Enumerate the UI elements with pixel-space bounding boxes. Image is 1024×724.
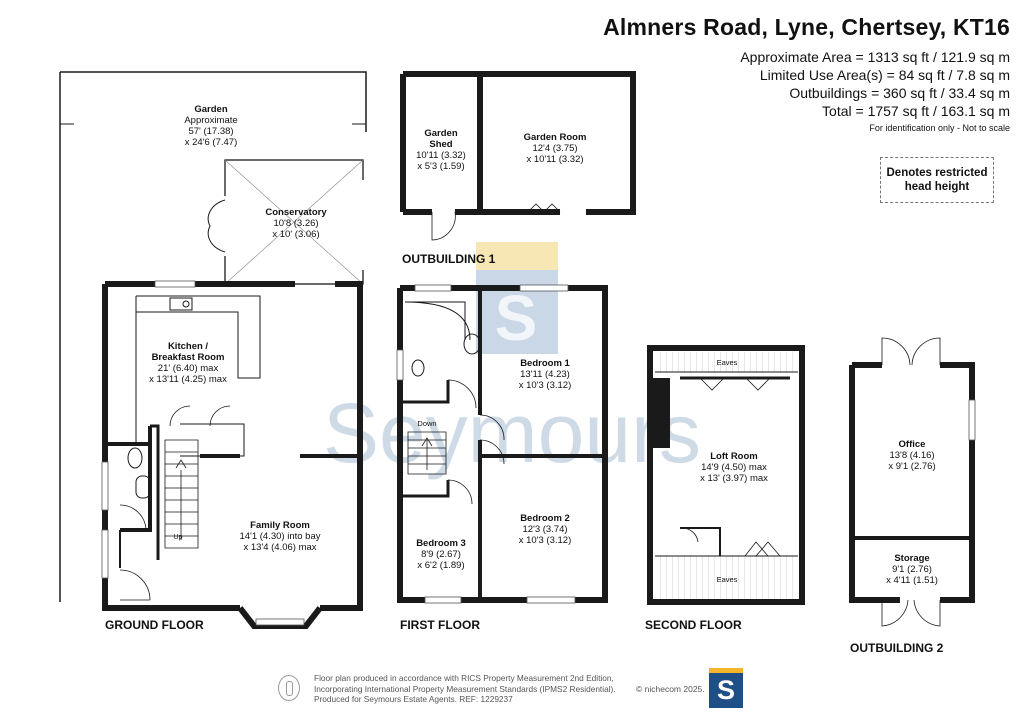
- first-floor-title: FIRST FLOOR: [400, 618, 480, 632]
- room-garden: Garden Approximate 57' (17.38) x 24'6 (7…: [184, 104, 237, 148]
- room-shed: Garden Shed 10'11 (3.32) x 5'3 (1.59): [416, 128, 466, 172]
- kitchen-label-2: Breakfast Room: [152, 352, 225, 363]
- room-kitchen: Kitchen / Breakfast Room 21' (6.40) max …: [149, 341, 227, 385]
- conservatory-dim-1: 10'8 (3.26): [273, 218, 318, 229]
- svg-text:S: S: [495, 282, 538, 354]
- garden-label: Garden: [194, 104, 227, 115]
- eaves-bottom-label: Eaves: [717, 575, 738, 584]
- nichecom-credit: © nichecom 2025.: [636, 684, 705, 694]
- outbuilding-1-title: OUTBUILDING 1: [402, 252, 496, 266]
- bedroom-1-label: Bedroom 1: [520, 358, 570, 369]
- garden-dim-1: 57' (17.38): [188, 126, 233, 137]
- footer-line-3: Produced for Seymours Estate Agents. REF…: [314, 694, 513, 704]
- restricted-height-legend: Denotes restricted head height: [880, 157, 994, 203]
- area-approximate: Approximate Area = 1313 sq ft / 121.9 sq…: [740, 49, 1010, 65]
- room-garden-room: Garden Room 12'4 (3.75) x 10'11 (3.32): [524, 132, 587, 165]
- watermark: S Seymours: [323, 242, 701, 480]
- conservatory-label: Conservatory: [265, 207, 327, 218]
- shed-label: Garden: [424, 128, 457, 139]
- walls: [59, 71, 976, 629]
- bedroom-1-dim-1: 13'11 (4.23): [520, 369, 570, 380]
- bedroom-3-dim-2: x 6'2 (1.89): [417, 560, 464, 571]
- storage-dim-2: x 4'11 (1.51): [886, 575, 938, 586]
- area-total: Total = 1757 sq ft / 163.1 sq m: [822, 103, 1010, 119]
- watermark-text: Seymours: [323, 386, 701, 480]
- family-room-dim-1: 14'1 (4.30) into bay: [239, 531, 320, 542]
- shed-dim-1: 10'11 (3.32): [416, 150, 466, 161]
- family-room-dim-2: x 13'4 (4.06) max: [243, 542, 316, 553]
- bedroom-3-dim-1: 8'9 (2.67): [421, 549, 461, 560]
- footer-note: Floor plan produced in accordance with R…: [314, 673, 616, 705]
- storage-dim-1: 9'1 (2.76): [892, 564, 932, 575]
- room-loft: Loft Room 14'9 (4.50) max x 13' (3.97) m…: [700, 451, 768, 484]
- conservatory-dim-2: x 10' (3.06): [272, 229, 319, 240]
- room-office: Office 13'8 (4.16) x 9'1 (2.76): [888, 439, 935, 472]
- bedroom-3-label: Bedroom 3: [416, 538, 466, 549]
- garden-room-dim-2: x 10'11 (3.32): [526, 154, 583, 165]
- kitchen-label: Kitchen /: [168, 341, 208, 352]
- room-bedroom-3: Bedroom 3 8'9 (2.67) x 6'2 (1.89): [416, 538, 466, 571]
- loft-room-label: Loft Room: [710, 451, 758, 462]
- second-floor-title: SECOND FLOOR: [645, 618, 742, 632]
- stairs-up-label: Up: [174, 534, 183, 541]
- restricted-legend-line-2: head height: [904, 181, 970, 193]
- room-storage: Storage 9'1 (2.76) x 4'11 (1.51): [886, 553, 938, 586]
- footer-line-2: Incorporating International Property Mea…: [314, 683, 616, 694]
- ground-floor-title: GROUND FLOOR: [105, 618, 204, 632]
- shed-dim-2: x 5'3 (1.59): [417, 161, 464, 172]
- seymours-logo: S: [709, 668, 743, 708]
- shed-label-2: Shed: [429, 139, 452, 150]
- garden-room-dim-1: 12'4 (3.75): [532, 143, 577, 154]
- garden-room-label: Garden Room: [524, 132, 587, 143]
- kitchen-dim-2: x 13'11 (4.25) max: [149, 374, 227, 385]
- storage-label: Storage: [894, 553, 929, 564]
- stairs-down-label: Down: [417, 419, 436, 428]
- footer-line-1: Floor plan produced in accordance with R…: [314, 673, 614, 683]
- property-title: Almners Road, Lyne, Chertsey, KT16: [603, 14, 1010, 40]
- area-outbuildings: Outbuildings = 360 sq ft / 33.4 sq m: [789, 85, 1010, 101]
- area-summary: Approximate Area = 1313 sq ft / 121.9 sq…: [740, 48, 1010, 120]
- loft-room-dim-1: 14'9 (4.50) max: [701, 462, 767, 473]
- room-bedroom-1: Bedroom 1 13'11 (4.23) x 10'3 (3.12): [519, 358, 572, 391]
- bedroom-2-dim-1: 12'3 (3.74): [522, 524, 567, 535]
- office-dim-1: 13'8 (4.16): [889, 450, 934, 461]
- room-bedroom-2: Bedroom 2 12'3 (3.74) x 10'3 (3.12): [519, 513, 572, 546]
- office-label: Office: [899, 439, 926, 450]
- kitchen-dim-1: 21' (6.40) max: [158, 363, 219, 374]
- person-icon: [278, 675, 300, 701]
- area-limited-use: Limited Use Area(s) = 84 sq ft / 7.8 sq …: [759, 67, 1010, 83]
- garden-note: Approximate: [184, 115, 237, 126]
- eaves-top-label: Eaves: [717, 358, 738, 367]
- restricted-area-bottom: [655, 556, 798, 601]
- room-conservatory: Conservatory 10'8 (3.26) x 10' (3.06): [265, 207, 327, 240]
- bedroom-1-dim-2: x 10'3 (3.12): [519, 380, 572, 391]
- office-dim-2: x 9'1 (2.76): [888, 461, 935, 472]
- restricted-area-top: [655, 352, 798, 372]
- family-room-label: Family Room: [250, 520, 310, 531]
- bedroom-2-label: Bedroom 2: [520, 513, 570, 524]
- bedroom-2-dim-2: x 10'3 (3.12): [519, 535, 572, 546]
- room-family: Family Room 14'1 (4.30) into bay x 13'4 …: [239, 520, 320, 553]
- outbuilding-2-title: OUTBUILDING 2: [850, 641, 944, 655]
- identification-note: For identification only - Not to scale: [869, 123, 1010, 133]
- restricted-legend-line-1: Denotes restricted: [886, 167, 988, 179]
- loft-room-dim-2: x 13' (3.97) max: [700, 473, 768, 484]
- garden-dim-2: x 24'6 (7.47): [185, 137, 238, 148]
